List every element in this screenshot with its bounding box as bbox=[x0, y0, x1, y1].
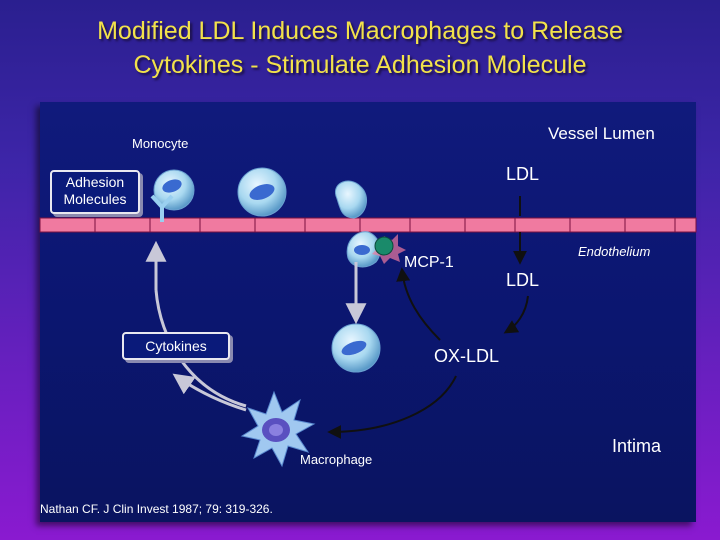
monocyte-rolling-cell bbox=[334, 180, 368, 219]
oxldl-to-mcp1-arrow bbox=[396, 267, 441, 341]
vessel-lumen-label: Vessel Lumen bbox=[548, 124, 655, 143]
mcp1-label: MCP-1 bbox=[404, 254, 454, 271]
diagram-panel bbox=[40, 102, 696, 522]
ox-ldl-label: OX-LDL bbox=[434, 346, 500, 366]
adhesion-molecules-box: Adhesion Molecules bbox=[50, 170, 140, 214]
intima-label: Intima bbox=[612, 436, 662, 456]
arrow-to-cytokines bbox=[172, 373, 247, 412]
loop-arrow-left bbox=[154, 289, 247, 408]
cytokines-label: Cytokines bbox=[145, 338, 207, 354]
endothelium-label: Endothelium bbox=[578, 244, 651, 259]
title-line-2: Cytokines - Stimulate Adhesion Molecule bbox=[133, 51, 587, 79]
monocyte-label: Monocyte bbox=[132, 136, 189, 151]
ldl-to-oxldl-arrow bbox=[503, 295, 529, 334]
macrophage-cell bbox=[240, 390, 316, 468]
endothelium-layer bbox=[39, 217, 697, 233]
slide-title: Modified LDL Induces Macrophages to Rele… bbox=[0, 14, 720, 82]
ldl-bottom-label: LDL bbox=[506, 270, 540, 290]
monocyte-cell-2 bbox=[237, 167, 287, 217]
ldl-top-label: LDL bbox=[506, 164, 540, 184]
adhesion-molecules-label: Adhesion Molecules bbox=[63, 174, 127, 207]
intima-monocyte bbox=[331, 323, 381, 373]
oxldl-to-macrophage-arrow bbox=[327, 375, 457, 439]
citation-text: Nathan CF. J Clin Invest 1987; 79: 319-3… bbox=[40, 502, 273, 516]
monocyte-cell-1 bbox=[153, 169, 195, 211]
macrophage-label: Macrophage bbox=[300, 452, 373, 467]
cytokines-box: Cytokines bbox=[122, 332, 230, 360]
title-line-1: Modified LDL Induces Macrophages to Rele… bbox=[97, 17, 623, 45]
adhesion-molecule-y-icon bbox=[150, 194, 174, 222]
mcp1-receptor-icon bbox=[372, 234, 406, 264]
